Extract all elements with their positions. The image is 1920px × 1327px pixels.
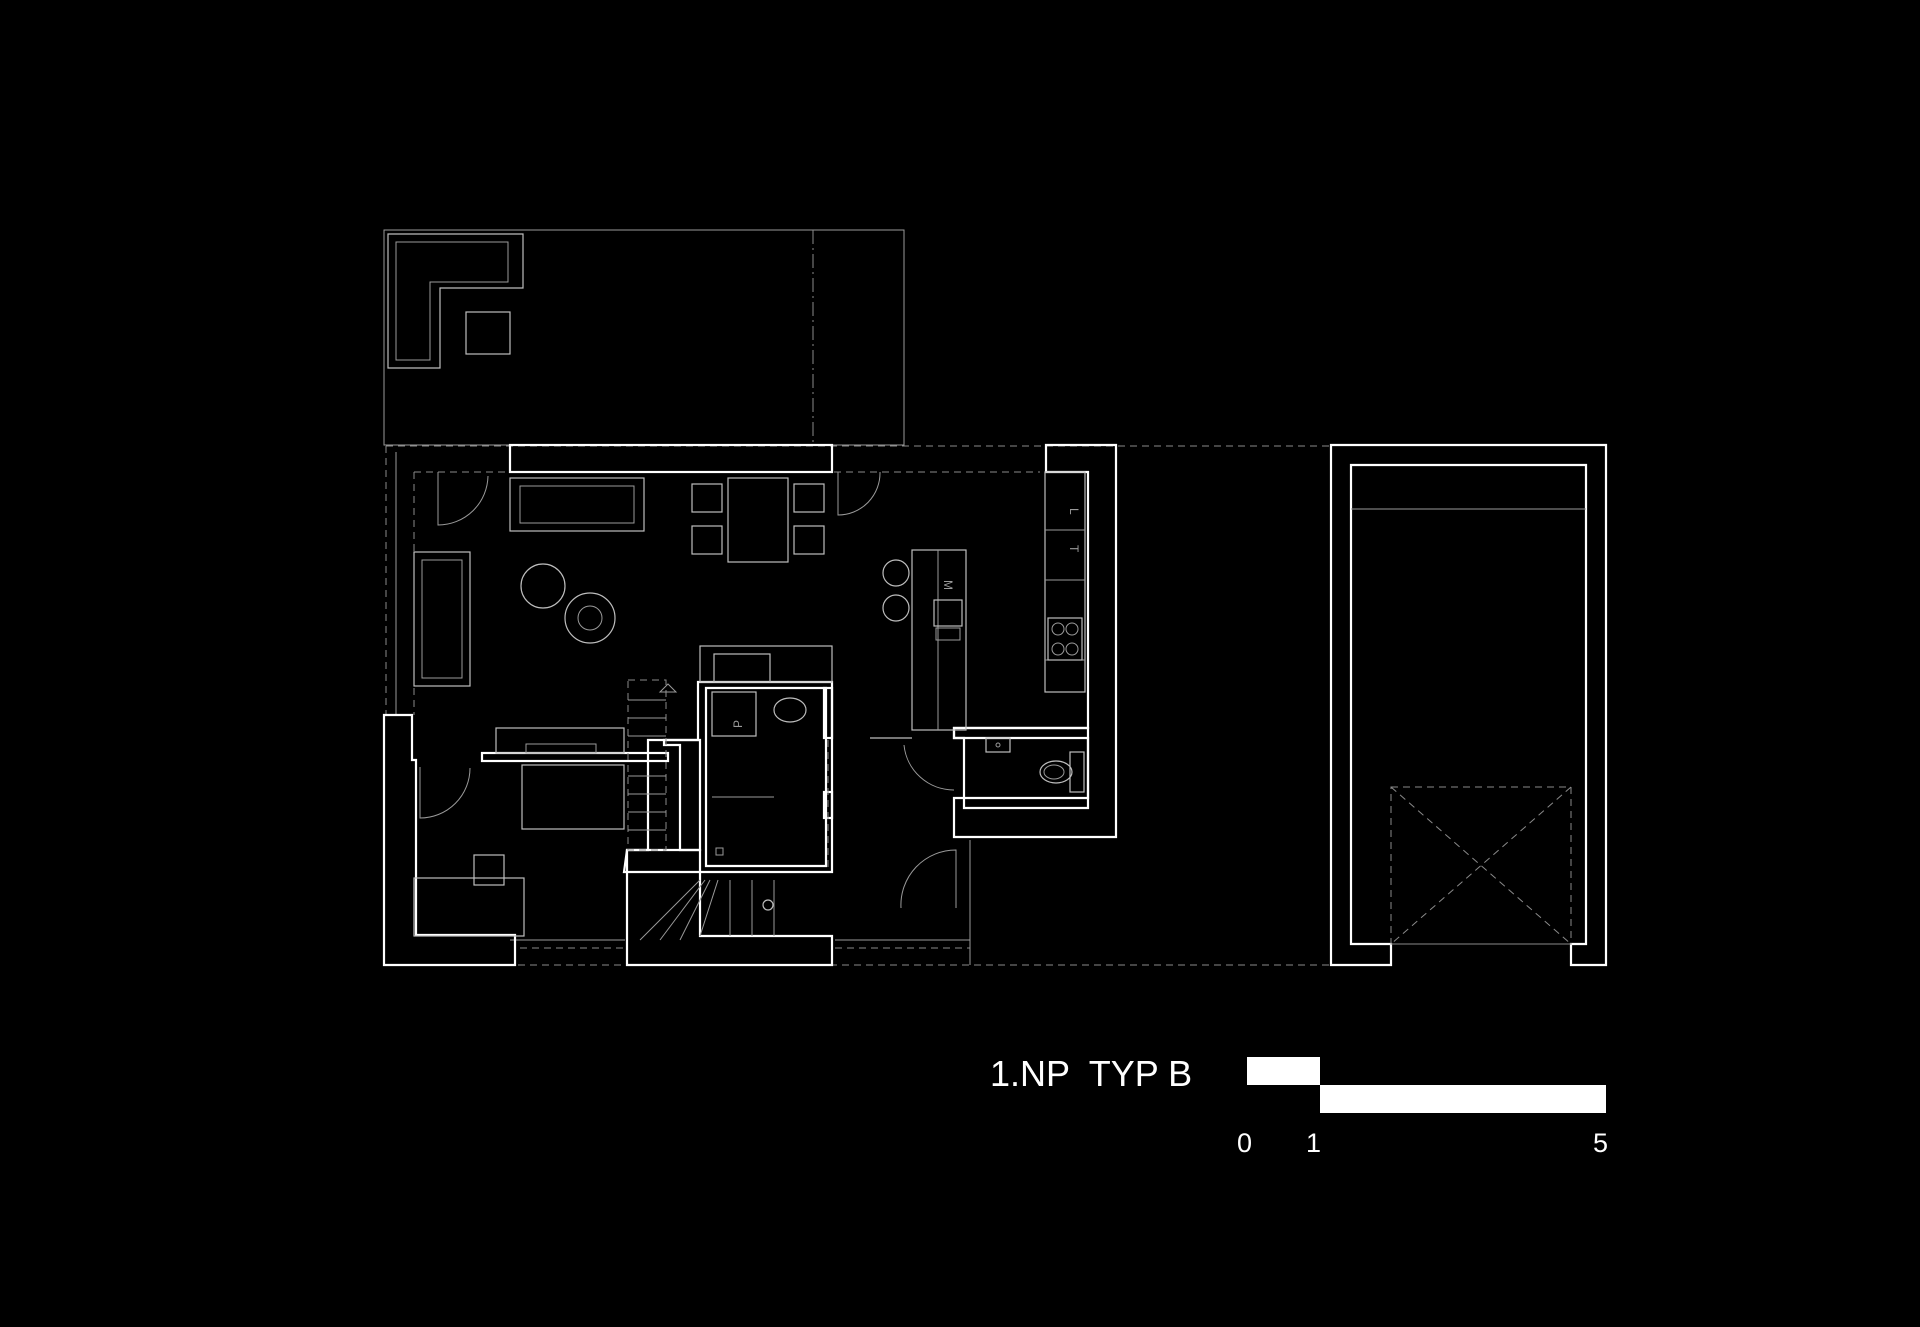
scale-tick-1: 1	[1306, 1128, 1321, 1158]
scale-bar: 0 1 5	[1237, 1057, 1608, 1158]
wc	[903, 737, 1085, 793]
plan-title: 1.NP TYP B	[990, 1053, 1192, 1094]
garage	[1329, 443, 1608, 967]
study	[413, 727, 625, 937]
house-walls	[382, 443, 1118, 967]
stairs	[627, 679, 957, 941]
fridge-label: L	[1067, 508, 1081, 515]
scale-tick-5: 5	[1593, 1128, 1608, 1158]
scale-segment-1-5	[1320, 1085, 1606, 1113]
washer-label: P	[731, 720, 745, 728]
scale-tick-0: 0	[1237, 1128, 1252, 1158]
microwave-label: M	[941, 580, 955, 590]
scale-segment-0-1	[1247, 1057, 1320, 1085]
living-furniture	[413, 471, 881, 819]
bathroom: P	[699, 645, 833, 870]
tall-cabinet-label: T	[1067, 545, 1081, 553]
kitchen: L T M	[870, 471, 1086, 739]
